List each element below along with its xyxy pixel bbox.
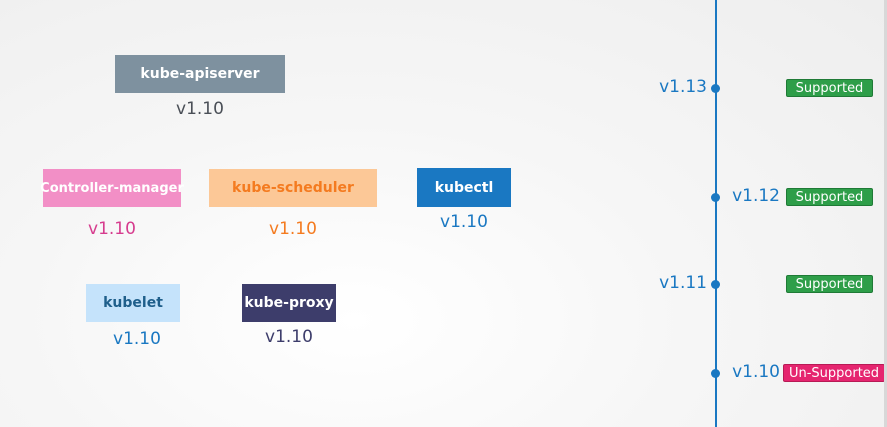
controller-manager-label: Controller-manager — [40, 180, 184, 196]
timeline-version-label: v1.13 — [659, 77, 707, 97]
timeline-line — [715, 0, 717, 427]
timeline-dot — [711, 193, 720, 202]
controller-manager-version: v1.10 — [88, 219, 136, 239]
kube-apiserver-box: kube-apiserver — [115, 55, 285, 93]
kube-scheduler-version: v1.10 — [269, 219, 317, 239]
kube-proxy-label: kube-proxy — [244, 295, 334, 311]
support-status-badge: Supported — [786, 188, 873, 206]
support-status-badge: Supported — [786, 79, 873, 97]
kubectl-version: v1.10 — [440, 212, 488, 232]
support-status-badge: Un-Supported — [783, 364, 885, 382]
right-edge-divider — [884, 0, 887, 427]
controller-manager-box: Controller-manager — [40, 169, 184, 207]
kube-proxy-box: kube-proxy — [242, 284, 336, 322]
timeline-version-label: v1.10 — [732, 362, 780, 382]
kubectl-label: kubectl — [434, 179, 494, 196]
timeline-dot — [711, 280, 720, 289]
kubelet-label: kubelet — [103, 295, 163, 311]
kube-apiserver-version: v1.10 — [176, 99, 224, 119]
timeline-dot — [711, 84, 720, 93]
kube-scheduler-box: kube-scheduler — [209, 169, 377, 207]
timeline-version-label: v1.12 — [732, 186, 780, 206]
timeline-version-label: v1.11 — [659, 273, 707, 293]
kubectl-box: kubectl — [417, 168, 511, 207]
kube-apiserver-label: kube-apiserver — [140, 66, 260, 82]
kube-scheduler-label: kube-scheduler — [232, 180, 354, 196]
kubelet-box: kubelet — [86, 284, 180, 322]
kube-proxy-version: v1.10 — [265, 327, 313, 347]
timeline-dot — [711, 369, 720, 378]
kubelet-version: v1.10 — [113, 329, 161, 349]
support-status-badge: Supported — [786, 275, 873, 293]
